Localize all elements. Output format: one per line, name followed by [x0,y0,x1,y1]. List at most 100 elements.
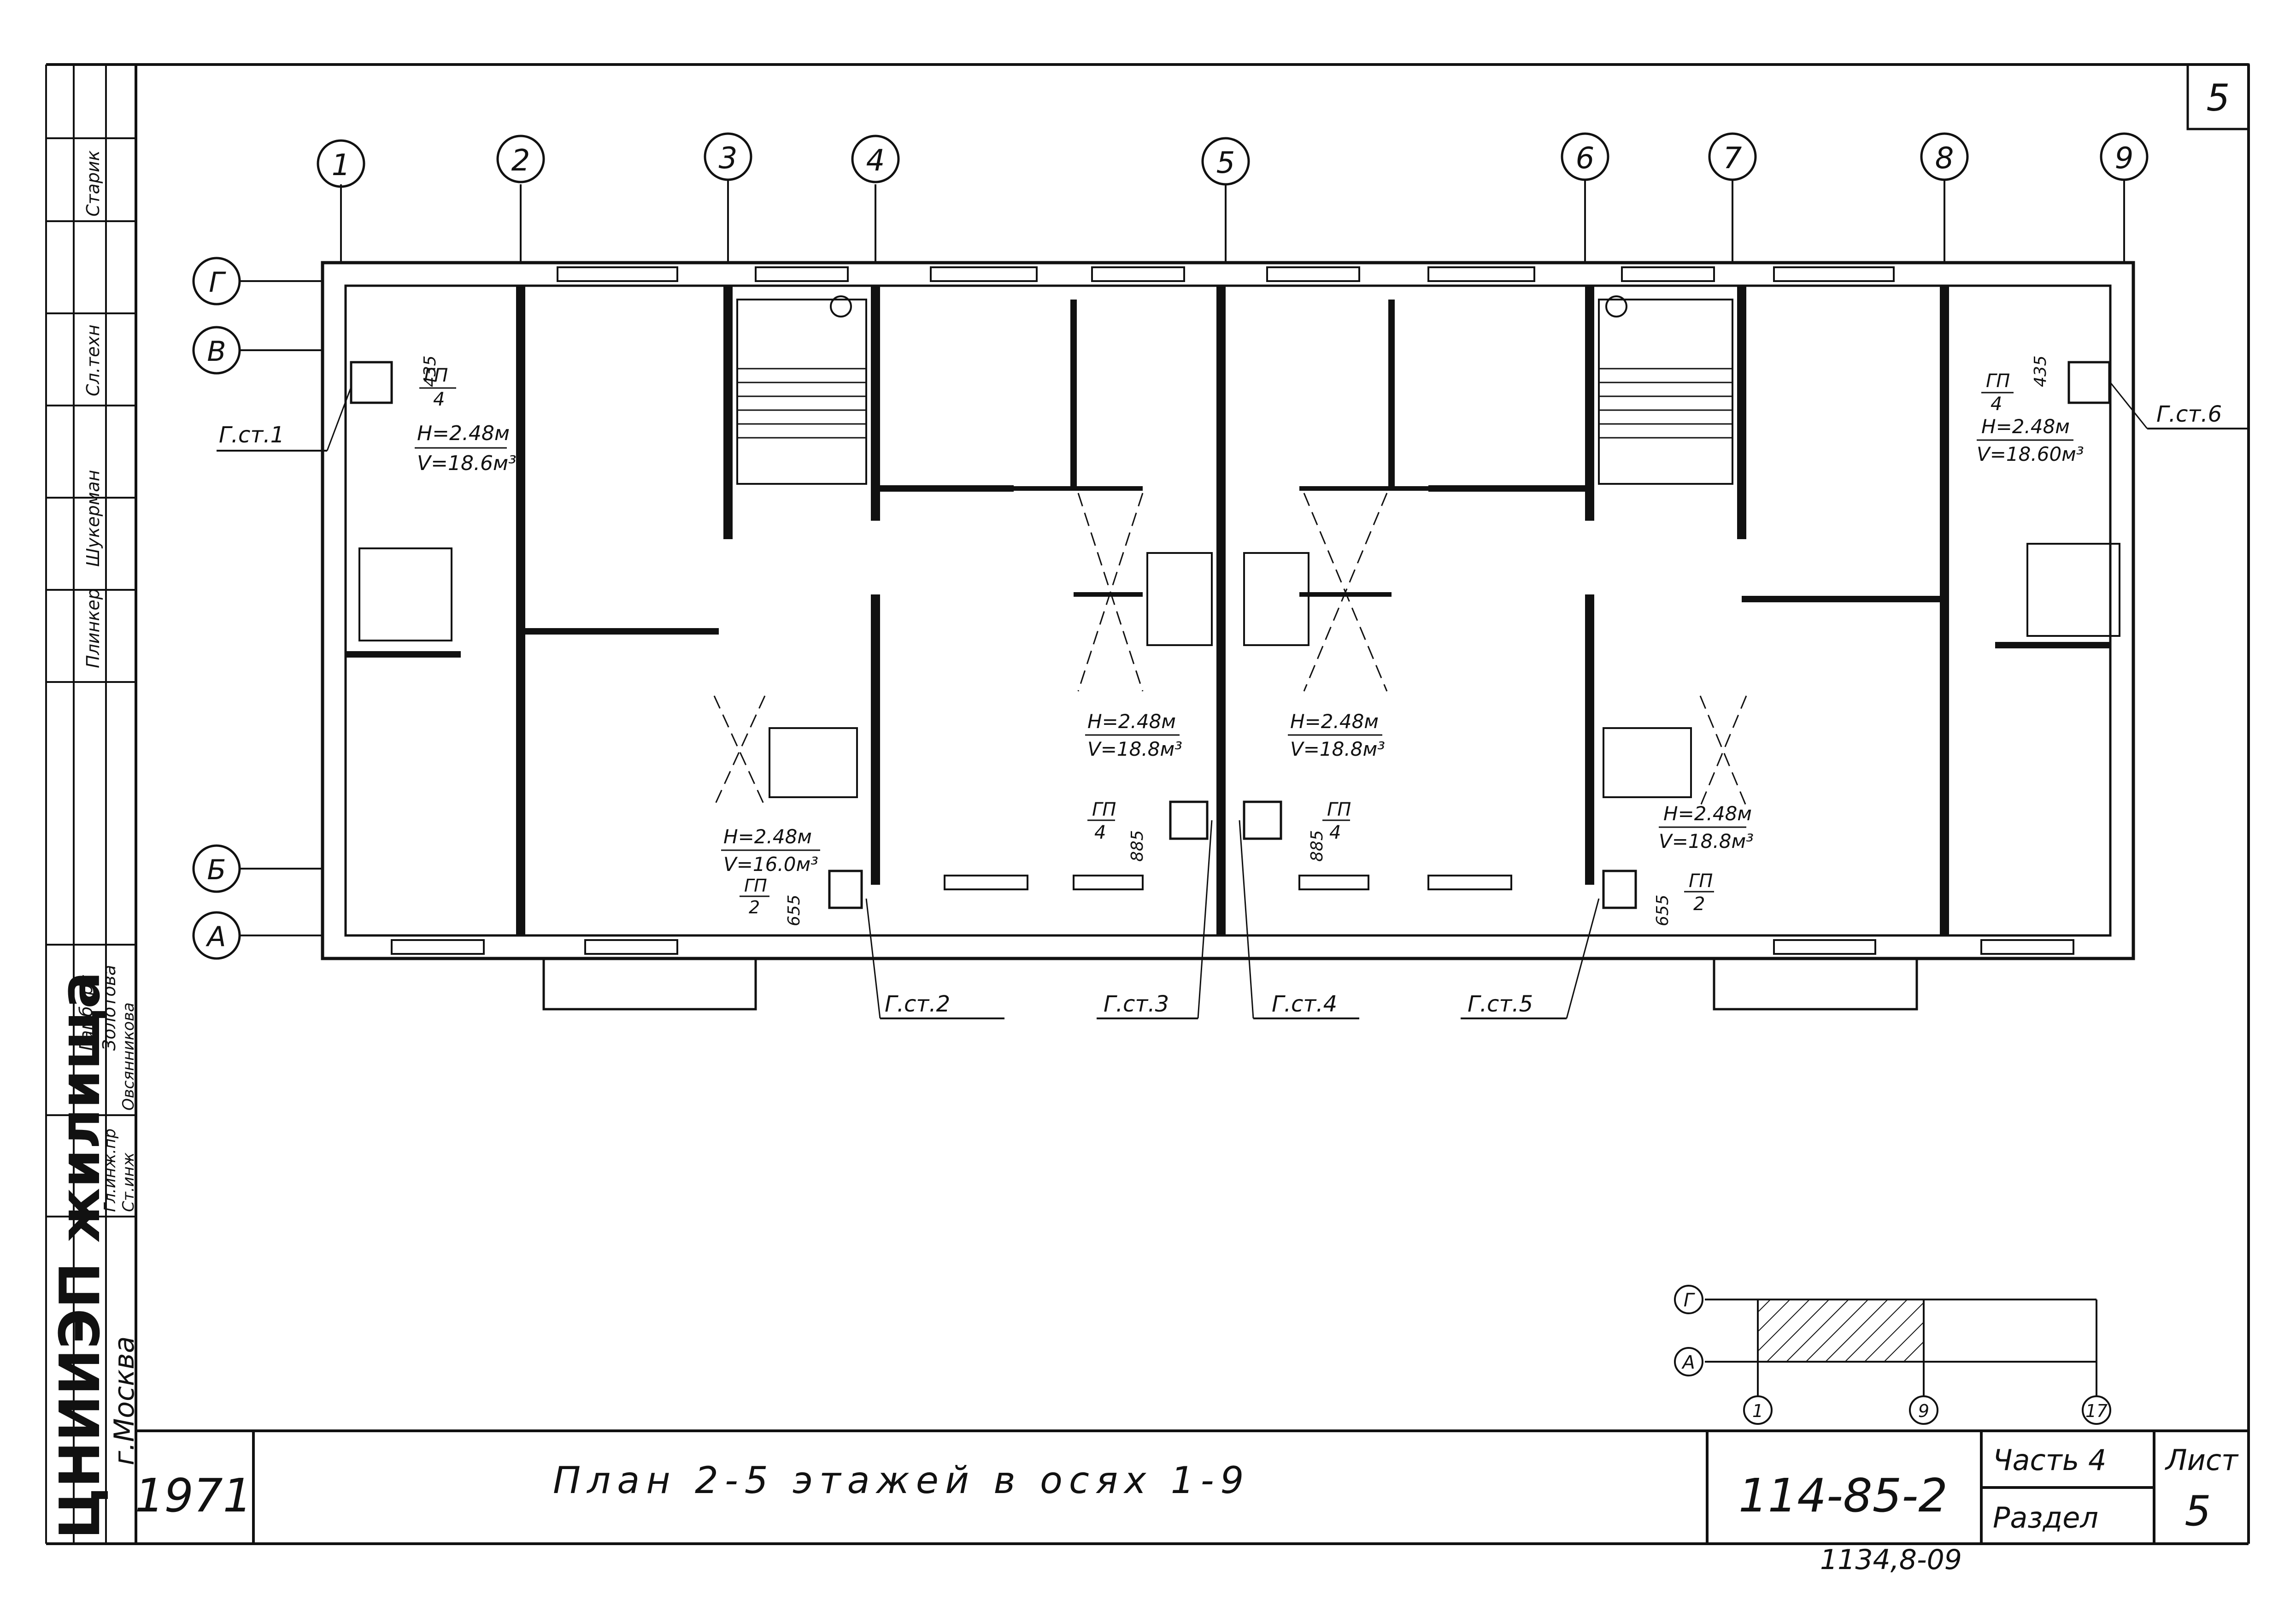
svg-text:8: 8 [1935,141,1954,176]
axis-marker-5: 5 [1201,137,1250,263]
svg-text:Г.ст.6: Г.ст.6 [2156,401,2222,427]
svg-text:5: 5 [1216,146,1235,180]
drawing-title: План 2-5 этажей в осях 1-9 [553,1459,1250,1502]
svg-text:3: 3 [719,141,738,176]
kitchen-annotations: ГП 4 H=2.48м V=18.6м³ 435 H=2.48м V=16.0… [415,355,2084,926]
svg-text:Г.ст.5: Г.ст.5 [1468,991,1533,1017]
svg-text:4: 4 [1991,394,2002,415]
axis-marker-V: В [192,326,323,375]
stamp-name-8: Гл.инж.пр [101,1129,119,1212]
svg-text:H=2.48м: H=2.48м [1663,802,1752,825]
gas-riser-labels: Г.ст.1 Г.ст.2 Г.ст.3 Г.ст.4 Г.ст.5 Г.ст.… [217,382,2249,1019]
key-plan-col-17: 17 [2085,1401,2108,1421]
svg-text:4: 4 [433,389,445,410]
svg-text:435: 435 [421,355,440,387]
axis-markers-vertical: Г В Б А [192,257,323,960]
axis-marker-A: А [192,911,323,960]
stamp-city: г.Москва [108,1336,141,1465]
side-stamp: Старик Сл.техн Шукерман Плинкер Гамберг … [45,65,141,1544]
title-year: 1971 [135,1469,253,1523]
axis-marker-B: Б [192,844,323,893]
axis-marker-7: 7 [1708,132,1757,263]
svg-text:V=18.60м³: V=18.60м³ [1977,443,2084,465]
sheet-number: 5 [2184,1487,2211,1535]
corner-sheet-box: 5 [2186,63,2250,130]
svg-text:H=2.48м: H=2.48м [1981,415,2070,438]
axis-marker-4: 4 [851,135,900,263]
kitchen-1: ГП 4 H=2.48м V=18.6м³ 435 [415,355,517,475]
svg-text:885: 885 [1128,830,1147,862]
kitchen-5: H=2.48м V=18.8м³ ГП 2 655 [1653,802,1754,926]
svg-text:ГП: ГП [1689,870,1713,892]
stamp-name-4: Плинкер [83,588,103,668]
svg-text:Б: Б [207,854,226,886]
gas-riser-6: Г.ст.6 [2109,382,2249,429]
svg-text:А: А [205,921,226,953]
svg-text:H=2.48м: H=2.48м [723,825,812,848]
svg-text:V=18.6м³: V=18.6м³ [417,452,517,475]
axis-markers-horizontal: 1 2 3 4 5 6 7 8 9 [317,132,2149,263]
key-plan-col-9: 9 [1918,1401,1929,1421]
svg-text:655: 655 [1653,894,1672,926]
svg-text:ГП: ГП [1092,799,1116,820]
svg-text:H=2.48м: H=2.48м [417,422,510,445]
svg-text:Г.ст.3: Г.ст.3 [1104,991,1169,1017]
key-plan: Г А 1 9 17 [1674,1285,2111,1425]
stamp-name-9: Ст.инж [119,1152,138,1212]
svg-text:9: 9 [2115,141,2134,176]
stamp-name-2: Сл.техн [83,324,103,396]
svg-text:4: 4 [866,144,885,178]
stamp-name-3: Шукерман [83,470,103,567]
key-plan-col-1: 1 [1752,1401,1763,1421]
gas-riser-1: Г.ст.1 [217,387,352,452]
building-walls [321,261,2135,1011]
svg-text:В: В [207,335,226,368]
svg-text:ГП: ГП [1986,370,2010,392]
svg-text:V=16.0м³: V=16.0м³ [723,853,818,876]
stamp-name-1: Старик [83,150,103,217]
gas-riser-3: Г.ст.3 [1097,820,1213,1019]
sheet-label: Лист [2165,1443,2239,1477]
kitchen-3: H=2.48м V=18.8м³ ГП 4 885 [1085,710,1182,862]
gas-riser-2: Г.ст.2 [865,898,1004,1019]
svg-text:Г.ст.2: Г.ст.2 [885,991,950,1017]
stamp-org: ЦНИИЭП жилища [48,971,112,1539]
key-plan-row-G: Г [1684,1290,1695,1311]
svg-text:H=2.48м: H=2.48м [1087,710,1176,733]
key-plan-row-A: А [1681,1352,1695,1373]
section-label: Раздел [1993,1501,2098,1535]
svg-text:6: 6 [1576,141,1595,176]
svg-text:435: 435 [2031,355,2050,387]
axis-marker-1: 1 [317,139,365,263]
stamp-name-6: Золотова [99,965,119,1051]
svg-text:Г.ст.4: Г.ст.4 [1272,991,1337,1017]
svg-text:1: 1 [332,148,351,182]
svg-text:V=18.8м³: V=18.8м³ [1659,830,1754,853]
svg-text:V=18.8м³: V=18.8м³ [1087,738,1182,760]
svg-text:ГП: ГП [744,876,767,896]
svg-text:4: 4 [1329,822,1341,843]
axis-marker-2: 2 [496,135,545,263]
project-code: 114-85-2 [1738,1469,1948,1523]
kitchen-4: H=2.48м V=18.8м³ ГП 4 885 [1288,710,1385,862]
svg-text:885: 885 [1308,830,1327,862]
svg-text:Г.ст.1: Г.ст.1 [219,422,284,448]
svg-text:H=2.48м: H=2.48м [1290,710,1379,733]
svg-text:Г: Г [209,266,226,299]
svg-text:ГП: ГП [424,365,448,386]
stamp-name-5: Гамберг [76,975,96,1051]
axis-marker-9: 9 [2100,132,2149,263]
svg-text:2: 2 [749,897,760,917]
title-block: 1971 План 2-5 этажей в осях 1-9 114-85-2… [135,1429,2249,1576]
gas-riser-5: Г.ст.5 [1461,898,1600,1019]
svg-text:655: 655 [785,894,804,926]
kitchen-2: H=2.48м V=16.0м³ ГП 2 655 [721,825,820,926]
sheet-frame [46,63,2250,1545]
corner-sheet-number: 5 [2207,76,2230,119]
svg-text:2: 2 [1693,894,1705,915]
axis-marker-6: 6 [1561,132,1609,263]
kitchen-6: ГП 4 H=2.48м V=18.60м³ 435 [1977,355,2084,465]
stamp-name-7: Овсянникова [119,1002,138,1111]
svg-text:V=18.8м³: V=18.8м³ [1290,738,1385,760]
